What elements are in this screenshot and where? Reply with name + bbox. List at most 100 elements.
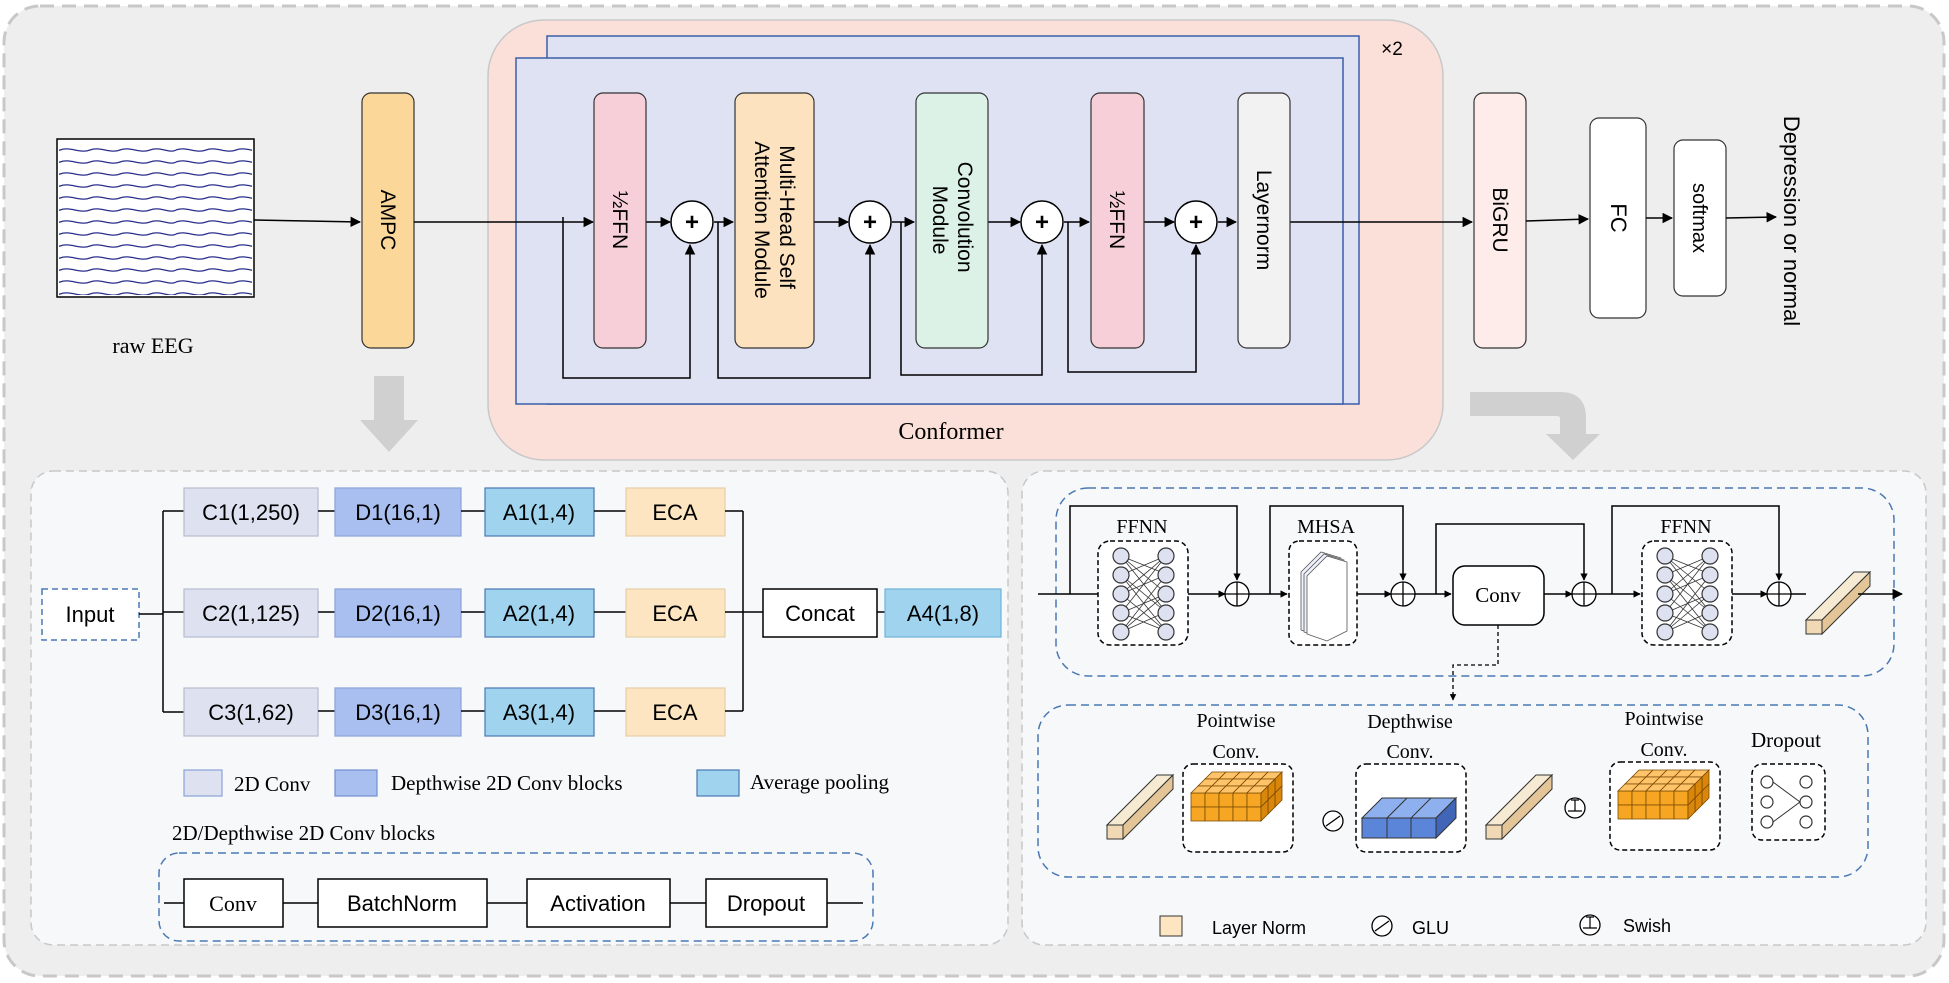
convolution-module[interactable]: [915, 92, 989, 349]
residual-4: [1067, 222, 1202, 373]
ffnn-2-nodes: [1656, 547, 1719, 641]
conv-c1[interactable]: [183, 487, 319, 537]
conv-c3-label: C3(1,62): [208, 700, 294, 725]
depthwise-conv-cube: [1360, 796, 1458, 840]
pointwise-conv-1-cube: [1190, 771, 1283, 822]
conv-c1-label: C1(1,250): [202, 500, 300, 525]
dconv-d3-label: D3(16,1): [355, 700, 441, 725]
block-batchnorm[interactable]: [317, 878, 488, 928]
arrow-softmax-output: [1725, 211, 1778, 223]
conv-ln-2: [1484, 773, 1554, 841]
cf-add-1-cross: [1225, 582, 1249, 606]
pool-a3[interactable]: [484, 687, 595, 737]
dw-line1: Depthwise: [1367, 711, 1453, 733]
ffnn-1[interactable]: FFNN: [1097, 516, 1189, 646]
ampc-block[interactable]: [361, 92, 415, 349]
raw-eeg: raw EEG: [56, 138, 255, 358]
mhsa-module[interactable]: [734, 92, 815, 349]
legend-depthwise-label: Depthwise 2D Conv blocks: [391, 771, 623, 795]
conformer-label: Conformer: [898, 419, 1003, 445]
swish-icon-legend: [1579, 914, 1601, 936]
conv-c2[interactable]: [183, 588, 319, 638]
cf-add-3-cross: [1572, 582, 1596, 606]
output-label: Depression or normal: [1779, 116, 1804, 326]
branch-row-1: C1(1,250) D1(16,1) A1(1,4) ECA: [183, 487, 726, 537]
legend-swish-label: Swish: [1623, 916, 1671, 936]
dconv-d2[interactable]: [334, 588, 462, 638]
legend-conv2d-swatch: [183, 769, 223, 797]
conv-ln-1: [1105, 773, 1175, 841]
cf-add-2-cross: [1391, 582, 1415, 606]
layernorm-label: Layernorm: [1252, 170, 1275, 270]
ffnn-1-nodes: [1112, 547, 1175, 641]
cf-layernorm-bar: [1804, 570, 1872, 636]
layernorm-block[interactable]: [1237, 92, 1291, 349]
block-dropout[interactable]: [705, 878, 828, 928]
dconv-d1[interactable]: [334, 487, 462, 537]
arrow-bigru-fc: [1525, 214, 1590, 225]
fc-label: FC: [1606, 203, 1631, 232]
cf-residual-3: [1435, 523, 1588, 594]
concat-label: Concat: [785, 601, 855, 626]
eca-1-label: ECA: [652, 500, 698, 525]
eca-1[interactable]: [625, 487, 726, 537]
pw2-line2: Conv.: [1640, 739, 1687, 761]
legend-glu-label: GLU: [1412, 918, 1449, 938]
mhsa-icon[interactable]: MHSA: [1288, 516, 1358, 646]
conformer-flow-panel: [1055, 487, 1895, 677]
eca-2[interactable]: [625, 588, 726, 638]
eca-2-label: ECA: [652, 601, 698, 626]
dropout-label: Dropout: [1751, 728, 1821, 752]
pool-a2[interactable]: [484, 588, 595, 638]
ffnn-2[interactable]: FFNN: [1641, 516, 1733, 646]
add-node-1: [670, 200, 714, 244]
conv-c2-label: C2(1,125): [202, 601, 300, 626]
add-node-2: [848, 200, 892, 244]
pool-a2-label: A2(1,4): [503, 601, 575, 626]
cf-residual-2: [1269, 505, 1407, 594]
conv-line2: Module: [928, 186, 951, 255]
conv-c3[interactable]: [183, 687, 319, 737]
pw2-line1: Pointwise: [1625, 708, 1704, 730]
add-node-4: [1174, 200, 1218, 244]
half-ffn-2[interactable]: [1090, 92, 1145, 349]
add-node-4-label: +: [1189, 209, 1203, 236]
block-batchnorm-label: BatchNorm: [347, 891, 457, 916]
pool-a3-label: A3(1,4): [503, 700, 575, 725]
legend-depthwise-swatch: [334, 769, 378, 797]
block-conv-label: Conv: [209, 891, 257, 916]
dropout-icon: [1760, 775, 1813, 829]
pw1-line2: Conv.: [1212, 741, 1259, 763]
half-ffn-1[interactable]: [593, 92, 647, 349]
cf-residual-4: [1611, 505, 1783, 594]
half-ffn-1-label: ½FFN: [608, 191, 631, 249]
dconv-d1-label: D1(16,1): [355, 500, 441, 525]
ffnn-1-label: FFNN: [1116, 516, 1167, 538]
add-node-1-label: +: [685, 209, 699, 236]
down-arrow-ampc: [360, 376, 418, 452]
eca-3[interactable]: [625, 687, 726, 737]
block-activation-label: Activation: [550, 891, 645, 916]
mhsa-line1: Multi-Head Self: [775, 145, 798, 289]
pool-a4-label: A4(1,8): [907, 601, 979, 626]
pool-a1-label: A1(1,4): [503, 500, 575, 525]
block-conv[interactable]: [183, 878, 284, 928]
glu-icon-legend: [1371, 915, 1393, 937]
cf-residual-1: [1069, 505, 1241, 594]
add-node-3: [1020, 200, 1064, 244]
legend-avgpool-label: Average pooling: [750, 770, 889, 794]
legend-layernorm-swatch: [1159, 915, 1183, 937]
mhsa-module-label: Multi-Head Self Attention Module: [750, 141, 798, 299]
input-box[interactable]: [41, 588, 140, 641]
dconv-d2-label: D2(16,1): [355, 601, 441, 626]
pw1-line1: Pointwise: [1197, 710, 1276, 732]
conv-module-detail-panel: [1037, 704, 1869, 878]
pool-a4[interactable]: [884, 588, 1002, 638]
pool-a1[interactable]: [484, 487, 595, 537]
concat-block[interactable]: [762, 588, 878, 638]
block-dropout-label: Dropout: [727, 891, 805, 916]
repeat-label: ×2: [1381, 39, 1403, 60]
residual-1: [562, 217, 696, 379]
dconv-d3[interactable]: [334, 687, 462, 737]
